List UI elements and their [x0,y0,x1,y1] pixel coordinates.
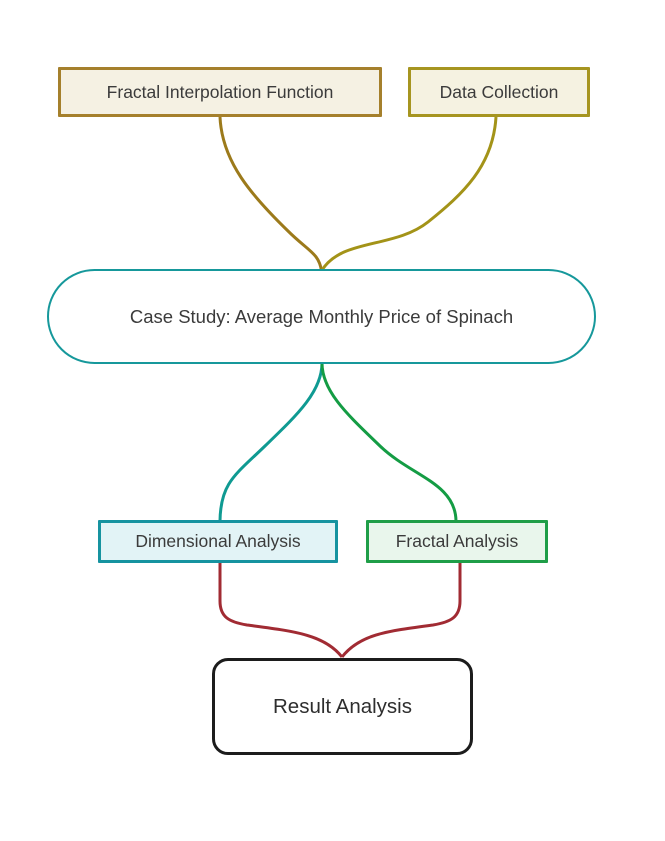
edge-casestudy-to-dimensional [218,362,324,522]
node-data-collection-label: Data Collection [439,81,559,102]
node-case-study-label: Case Study: Average Monthly Price of Spi… [129,305,514,327]
node-fractal-analysis-label: Fractal Analysis [395,531,519,552]
node-fractal-analysis: Fractal Analysis [366,520,548,563]
edge-dimensional-to-result [218,562,344,658]
node-case-study: Case Study: Average Monthly Price of Spi… [47,269,596,364]
edge-casestudy-to-fractal [320,362,458,522]
edge-fractal-to-result [340,562,462,658]
edge-fif-to-casestudy [218,116,323,272]
node-dimensional-analysis-label: Dimensional Analysis [135,531,301,552]
node-data-collection: Data Collection [408,67,590,117]
node-dimensional-analysis: Dimensional Analysis [98,520,338,563]
node-fractal-interpolation-function: Fractal Interpolation Function [58,67,382,117]
node-result-analysis: Result Analysis [212,658,473,755]
node-result-analysis-label: Result Analysis [272,694,412,718]
node-fractal-interpolation-function-label: Fractal Interpolation Function [106,81,334,102]
edge-datacollection-to-casestudy [320,116,498,272]
